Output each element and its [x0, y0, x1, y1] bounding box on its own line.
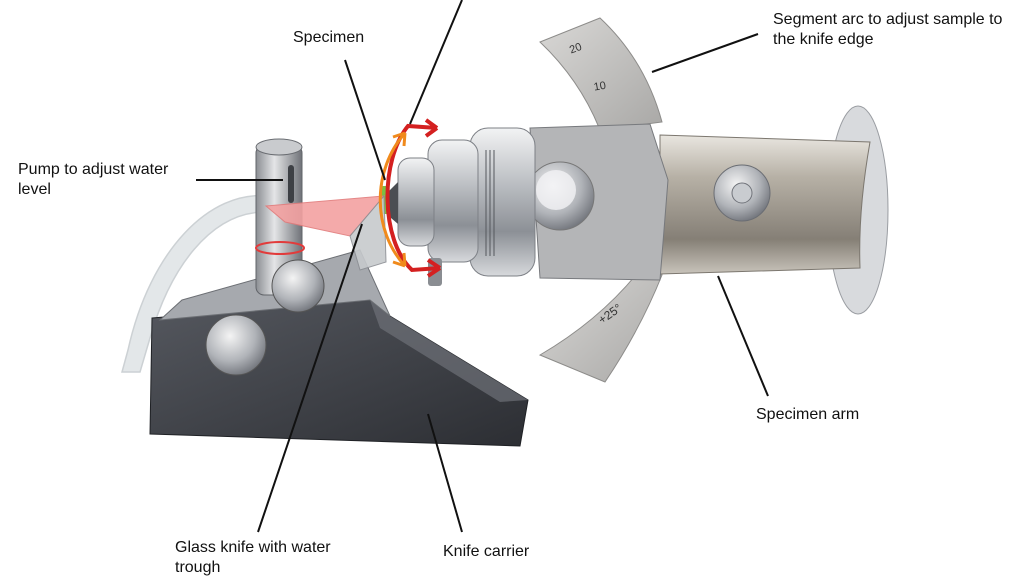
specimen-arm — [659, 105, 889, 315]
leader-line-specimen — [344, 59, 386, 181]
label-specimen-arm: Specimen arm — [756, 405, 859, 425]
label-knife-carrier: Knife carrier — [443, 542, 529, 562]
label-pump: Pump to adjust water level — [18, 160, 168, 200]
label-pump-line1: Pump to adjust water — [18, 161, 169, 178]
label-segment-arc-line2: the knife edge — [773, 31, 874, 48]
label-specimen: Specimen — [293, 28, 364, 48]
label-specimen-text: Specimen — [293, 29, 365, 46]
specimen-chuck — [397, 127, 536, 286]
label-specimen-arm-text: Specimen arm — [756, 406, 860, 423]
arc-tick-20: 20 — [568, 41, 584, 56]
pump — [255, 138, 325, 313]
label-glass-knife-line2: trough — [175, 559, 221, 576]
knife-carrier — [149, 249, 529, 447]
leader-line-specimen-arm — [717, 275, 769, 397]
leader-line-top — [409, 0, 463, 125]
carrier-clamp-knob — [205, 314, 267, 376]
label-glass-knife: Glass knife with water trough — [175, 538, 331, 578]
leader-line-glass-knife — [257, 223, 363, 533]
label-segment-arc-line1: Segment arc to adjust sample to — [773, 11, 1003, 28]
rotation-arrow-orange — [378, 132, 407, 268]
label-glass-knife-line1: Glass knife with water — [175, 539, 331, 556]
water-tube — [121, 194, 270, 373]
leader-line-knife-carrier — [427, 413, 463, 533]
label-pump-line2: level — [18, 181, 51, 198]
label-knife-carrier-text: Knife carrier — [443, 543, 530, 560]
segment-arc: 20 10 +25° — [538, 17, 663, 383]
arc-tick-10: 10 — [593, 80, 607, 94]
rotation-arrows — [378, 118, 442, 278]
specimen-holder — [525, 123, 669, 281]
leader-line-segment-arc — [651, 33, 759, 73]
label-segment-arc: Segment arc to adjust sample to the knif… — [773, 10, 1002, 50]
